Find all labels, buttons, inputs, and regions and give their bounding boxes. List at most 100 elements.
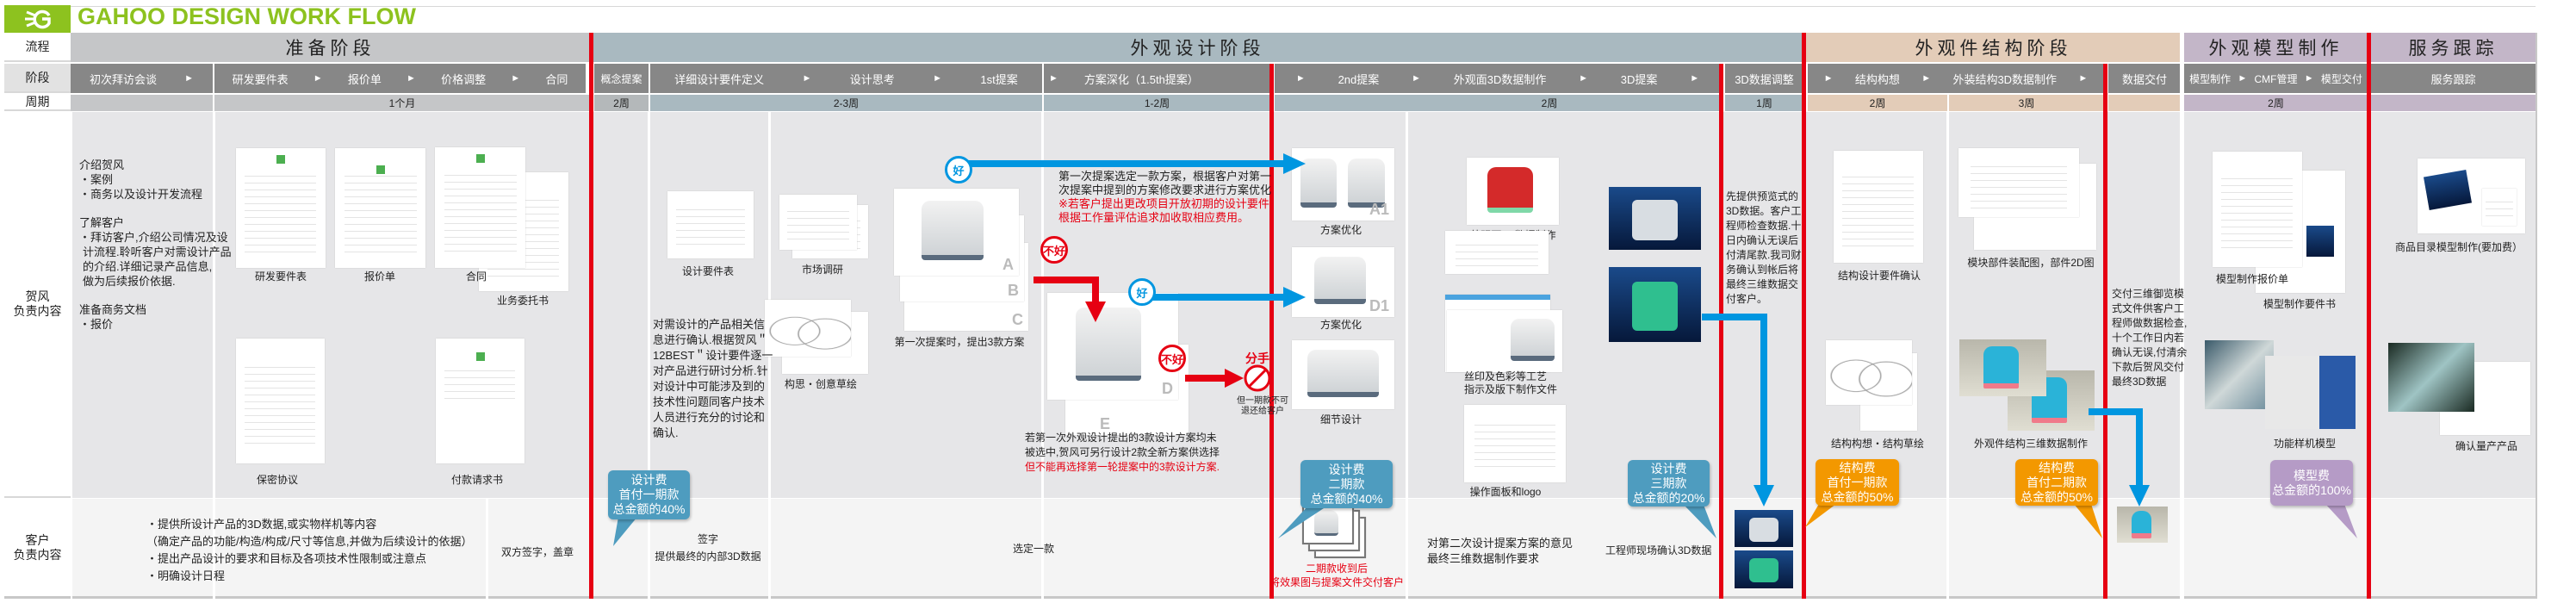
bubble-line: 设计费 [1328,462,1365,476]
bubble-tail [1278,507,1326,538]
payment-bubble-design-1: 设计费首付一期款总金额的40% [608,470,690,519]
caption: 指示及版下制作文件 [1464,383,1558,395]
retry-text: 若第一次外观设计提出的3款设计方案均未 [1025,432,1217,444]
cycle-cell [2108,95,2181,111]
bubble-tail [1805,504,1836,527]
design-requirements-thumbnail [667,191,754,258]
phase-cell: 初次拜访会谈► [71,64,213,93]
note-line: 但一期款不可 [1237,396,1288,406]
row-label-text: 负责内容 [13,547,62,562]
delivery-line: 式文件供客户工 [2112,302,2185,314]
stage-title: 准备阶段 [285,39,376,59]
column-divider [213,112,215,599]
stage-title: 外观设计阶段 [1130,39,1265,59]
arrow-right-icon: ► [2238,73,2248,84]
proposal-d: D [1047,293,1178,400]
cycle-cell: 2周 [1275,95,1721,111]
payment-bubble-structure-2: 结构费首付二期款总金额的50% [2015,459,2098,506]
phase-cell: 3D数据调整 [1725,64,1803,93]
column-divider [2180,33,2184,599]
caption: 第一次提案时，提出3款方案 [894,336,1025,348]
bubble-tail [613,517,637,546]
proposal-letter: C [1012,311,1023,328]
phase-cell: 详细设计要件定义►设计思考►1st提案 [650,64,1042,93]
detail-line: 人员进行充分的讨论和 [653,411,766,424]
cycle-cell [2371,95,2536,111]
phase-step: 概念提案 [600,72,642,85]
bubble-line: 三期款 [1650,476,1687,490]
arrow-head [1283,153,1306,174]
arrow-right-icon: ► [933,73,943,84]
adjust-line: 付客户。 [1726,293,1768,305]
bad-badge: 不好 [1158,345,1186,372]
page-title: GAHOO DESIGN WORK FLOW [78,3,416,29]
doc-caption: 合同 [465,270,487,283]
cycle-duration: 2周 [2268,97,2284,109]
phase-step: 研发要件表 [232,72,289,86]
caption: 方案优化 [1319,224,1362,236]
milestone-line [1719,64,1723,599]
optimized-a1: A1 [1292,148,1394,221]
row-label-text: 贺风 [25,289,50,303]
detail-line: 对设计中可能涉及到的 [653,380,766,393]
document-thumbnail [435,147,525,268]
proposal-letter: A [1002,256,1014,273]
caption: 外观件结构三维数据制作 [1973,438,2089,450]
stage-service: 服务跟踪 [2371,33,2536,62]
engineer-confirm: 工程师现场确认3D数据 [1605,544,1712,556]
adjust-line: 程师检查数据.十 [1726,220,1802,232]
catalog-thumbnail [2418,159,2525,233]
bubble-line: 结构费 [1839,460,1876,475]
bubble-line: 结构费 [2039,460,2075,475]
row-label-cycle: 周期 [4,95,71,111]
model-quote-thumbnail [2213,152,2302,267]
intro-line: ・拜访客户,介绍公司情况及设 [79,231,228,244]
caption: 模型制作要件书 [2263,298,2337,310]
arrow-right-icon: ► [511,73,521,84]
doc-caption: 保密协议 [256,474,299,486]
title-divider [71,6,2536,7]
delivery-line: 十个工作日内若 [2112,332,2185,344]
bubble-line: 总金额的100% [2272,482,2351,497]
doc-caption: 研发要件表 [254,270,307,283]
cycle-duration: 2周 [1541,97,1558,109]
phase-step: 服务跟踪 [2430,72,2476,86]
delivery-line: 确认无误,付清余 [2112,346,2188,358]
proposal-letter: E [1100,415,1111,432]
bubble-line: 总金额的20% [1632,490,1705,505]
arrow-blue-3d [1702,314,1767,487]
payment-bubble-model: 模型费总金额的100% [2270,460,2353,506]
panel-logo-thumbnail [1464,405,1566,482]
milestone-line [2367,33,2371,599]
arrow-head [1085,302,1106,322]
model-requirements-thumbnail [2306,226,2334,257]
deepen-text: 第一次提案选定一款方案，根据客户对第一 [1058,170,1272,183]
cycle-duration: 2-3周 [833,97,860,109]
row-label-text: 周期 [25,95,50,109]
customer-requirement: ・提出产品设计的要求和目标及各项技术性限制或注意点 [146,552,427,565]
phase-cell: ►方案深化（1.5th提案） [1044,64,1270,93]
bubble-line: 总金额的40% [612,502,686,516]
proposal-letter: D [1162,380,1173,397]
bubble-tail [2325,504,2357,538]
caption: 模块部件装配图，部件2D图 [1967,257,2095,269]
phase-step: 设计思考 [849,72,895,86]
row-label-customer: 客户负责内容 [4,499,71,599]
deepen-warning: 根据工作量评估追求加收取相应费用。 [1058,211,1250,224]
final-3d-thumbnail [1735,510,1793,547]
detail-line: 对产品进行研讨分析.针 [653,364,768,377]
arrow-right-icon: ► [1690,73,1700,84]
column-divider [486,499,488,599]
phase-step: 外观面3D数据制作 [1453,72,1547,86]
caption: 模型制作报价单 [2215,273,2289,285]
column-divider [1041,112,1044,599]
caption: 结构构想・结构草绘 [1830,438,1925,450]
bubble-line: 总金额的50% [1821,489,1894,504]
phase-step: 2nd提案 [1338,72,1380,86]
cycle-cell: 2-3周 [650,95,1042,111]
arrow-right-icon: ► [407,73,416,84]
caption: 丝印及色彩等工艺 [1464,370,1548,382]
arrow-head [1754,485,1774,507]
intro-line: ・商务以及设计开发流程 [79,188,203,201]
deepen-warning: ※若客户提出更改项目开放初期的设计要件, [1058,197,1273,210]
